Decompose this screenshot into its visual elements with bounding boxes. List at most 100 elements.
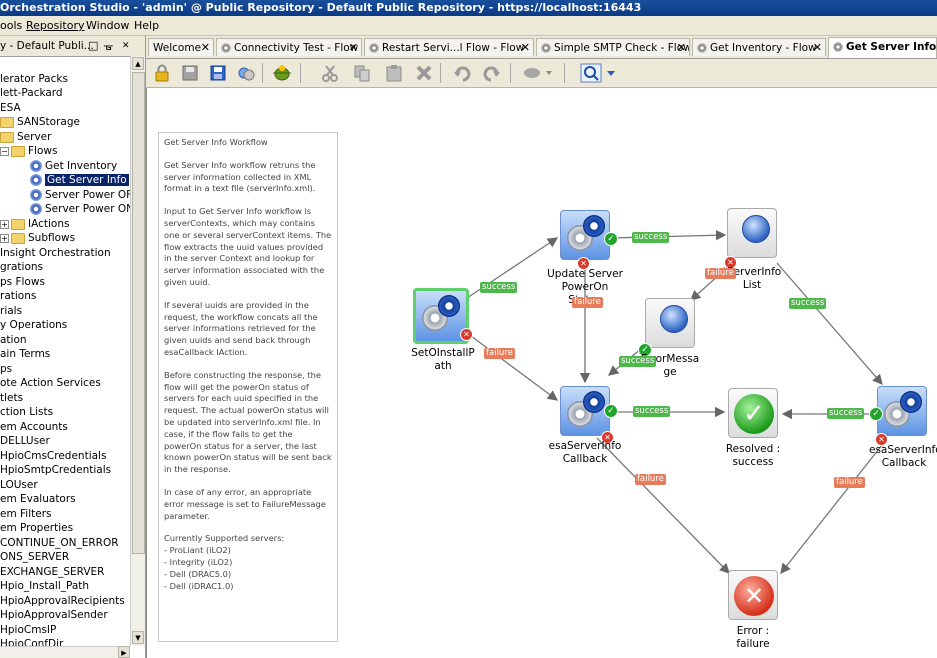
close-tab-icon[interactable]: ✕	[677, 39, 686, 56]
tree-item[interactable]: ps Flows	[0, 275, 45, 289]
tab-welcome[interactable]: Welcome✕	[148, 38, 214, 56]
toolbar-separator	[300, 63, 301, 83]
tab-connectivity-test[interactable]: Connectivity Test - Flow✕	[216, 38, 362, 56]
transition-label-failure[interactable]: failure	[635, 474, 666, 485]
check-icon: ✓	[734, 394, 774, 434]
copy-icon[interactable]	[352, 63, 372, 83]
scroll-down-arrow-icon[interactable]: ▼	[132, 631, 144, 644]
restore-icon[interactable]: ᚗ	[104, 36, 113, 56]
transition-label-failure[interactable]: failure	[705, 268, 736, 279]
tree-item[interactable]: LOUser	[0, 478, 38, 492]
tree-item[interactable]: ain Terms	[0, 347, 50, 361]
tree-item[interactable]: ction Lists	[0, 405, 53, 419]
tree-item-selected[interactable]: Get Server Info	[30, 173, 129, 187]
close-tab-icon[interactable]: ✕	[349, 39, 358, 56]
error-icon: ✕	[734, 576, 774, 616]
lock-icon[interactable]	[152, 63, 172, 83]
tree-item[interactable]: lerator Packs	[0, 72, 68, 86]
tree-item[interactable]: Insight Orchestration	[0, 246, 111, 260]
delete-icon[interactable]	[414, 63, 434, 83]
tree-item[interactable]: lett-Packard	[0, 86, 63, 100]
tree-item[interactable]: em Filters	[0, 507, 52, 521]
transition-label-success[interactable]: success	[632, 232, 669, 243]
tree-item[interactable]: Server Power OFF	[30, 188, 130, 202]
debugger-icon[interactable]	[270, 63, 290, 83]
collapse-icon[interactable]: −	[0, 147, 9, 156]
tree-item[interactable]: ESA	[0, 101, 21, 115]
layout-dropdown-icon[interactable]	[522, 63, 554, 83]
tab-get-inventory[interactable]: Get Inventory - Flow✕	[692, 38, 826, 56]
tab-get-server-info[interactable]: Get Server Info -	[828, 37, 937, 58]
tree-item[interactable]: −Flows	[0, 144, 57, 158]
transition-label-success[interactable]: success	[633, 406, 670, 417]
tab-restart-server[interactable]: Restart Servi...l Flow - Flow✕	[364, 38, 534, 56]
tree-item[interactable]: em Properties	[0, 521, 73, 535]
success-port-icon: ✓	[604, 404, 618, 418]
redo-icon[interactable]	[482, 63, 502, 83]
tree-item[interactable]: DELLUser	[0, 434, 50, 448]
close-icon[interactable]: ✕	[122, 36, 130, 56]
flow-icon	[833, 42, 843, 52]
tree-item[interactable]: rations	[0, 289, 36, 303]
paste-icon[interactable]	[384, 63, 404, 83]
transition-label-success[interactable]: success	[480, 282, 517, 293]
tab-simple-smtp-check[interactable]: Simple SMTP Check - Flow✕	[536, 38, 690, 56]
tree-item[interactable]: em Evaluators	[0, 492, 76, 506]
tree-item[interactable]: HpioApprovalSender	[0, 608, 108, 622]
tree-item[interactable]: grations	[0, 260, 43, 274]
tree-item[interactable]: HpioCmsCredentials	[0, 449, 106, 463]
save-icon[interactable]	[180, 63, 200, 83]
tree-item[interactable]: y Operations	[0, 318, 67, 332]
flow-icon	[541, 43, 551, 53]
transition-label-success[interactable]: success	[789, 298, 826, 309]
tree-item[interactable]: ps	[0, 362, 12, 376]
scrollbar-thumb[interactable]	[132, 72, 145, 554]
return-step-icon: ✕	[728, 570, 778, 620]
tree-vertical-scrollbar[interactable]: ▲ ▼	[130, 56, 145, 646]
tree-item[interactable]: Server Power ON	[30, 202, 130, 216]
tree-item[interactable]: +Subflows	[0, 231, 75, 245]
save-as-icon[interactable]	[208, 63, 228, 83]
scroll-up-arrow-icon[interactable]: ▲	[132, 57, 144, 70]
minimize-icon[interactable]: □	[88, 36, 98, 56]
tree-item[interactable]: Hpio_Install_Path	[0, 579, 89, 593]
transition-label-failure[interactable]: failure	[572, 297, 603, 308]
tree-item[interactable]: ation	[0, 333, 27, 347]
transition-label-success[interactable]: success	[619, 356, 656, 367]
close-tab-icon[interactable]: ✕	[813, 39, 822, 56]
transition-label-failure[interactable]: failure	[484, 348, 515, 359]
tree-item[interactable]: em Accounts	[0, 420, 68, 434]
node-label: ath	[403, 360, 483, 372]
tree-item[interactable]: HpioSmtpCredentials	[0, 463, 111, 477]
tree-item[interactable]: HpioApprovalRecipients	[0, 594, 125, 608]
tree-item[interactable]: tlets	[0, 391, 23, 405]
tree-item[interactable]: EXCHANGE_SERVER	[0, 565, 104, 579]
menu-tools[interactable]: ools	[0, 19, 22, 32]
cut-icon[interactable]	[320, 63, 340, 83]
transition-label-success[interactable]: success	[827, 408, 864, 419]
tree-item[interactable]: Server	[0, 130, 51, 144]
tree-item[interactable]: SANStorage	[0, 115, 80, 129]
undo-icon[interactable]	[452, 63, 472, 83]
node-label: Callback	[869, 457, 937, 469]
tree-item[interactable]: rials	[0, 304, 22, 318]
expand-icon[interactable]: +	[0, 234, 9, 243]
close-tab-icon[interactable]: ✕	[201, 39, 210, 56]
transition-label-failure[interactable]: failure	[834, 477, 865, 488]
tree-item[interactable]: ONS_SERVER	[0, 550, 69, 564]
flow-canvas[interactable]: Get Server Info Workflow Get Server Info…	[146, 88, 937, 658]
expand-icon[interactable]: +	[0, 220, 9, 229]
tree-item[interactable]: +IActions	[0, 217, 69, 231]
close-tab-icon[interactable]: ✕	[521, 39, 530, 56]
menu-window[interactable]: Window	[86, 19, 129, 32]
tree-item[interactable]: Get Inventory	[30, 159, 117, 173]
tree-item[interactable]: ote Action Services	[0, 376, 101, 390]
menu-help[interactable]: Help	[134, 19, 159, 32]
scroll-right-arrow-icon[interactable]: ▶	[118, 646, 130, 658]
tree-item[interactable]: CONTINUE_ON_ERROR	[0, 536, 119, 550]
check-in-icon[interactable]	[236, 63, 256, 83]
menu-repository[interactable]: Repository	[26, 19, 85, 32]
tree-item[interactable]: HpioCmsIP	[0, 623, 56, 637]
tree-horizontal-scrollbar[interactable]: ▶	[0, 646, 130, 658]
zoom-dropdown-icon[interactable]	[580, 63, 620, 83]
